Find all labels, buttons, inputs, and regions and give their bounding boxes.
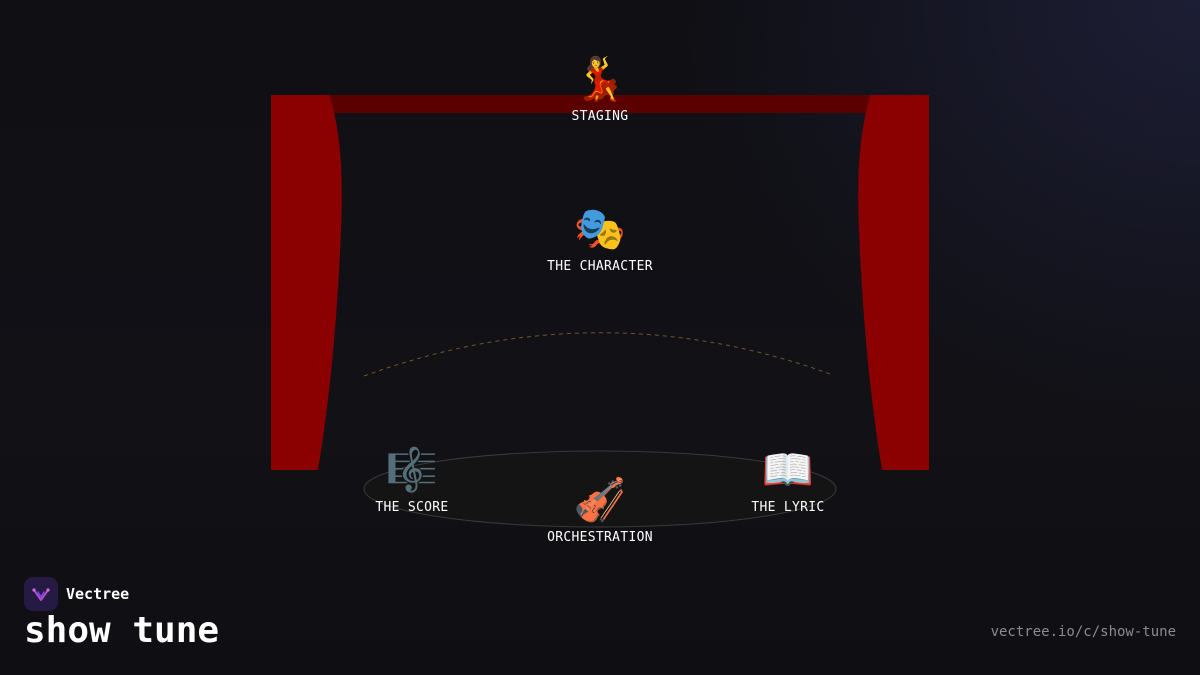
node-lyric: 📖 THE LYRIC: [688, 445, 888, 516]
brand-name: Vectree: [66, 585, 130, 603]
node-character: 🎭 THE CHARACTER: [500, 204, 700, 275]
node-label-orchestration: ORCHESTRATION: [547, 530, 653, 545]
dancer-icon: 💃: [573, 54, 627, 103]
stage-valance: [317, 95, 883, 113]
orchestra-pit: [363, 450, 837, 528]
connection-arc: [363, 332, 834, 377]
open-book-icon: 📖: [761, 445, 815, 494]
node-staging: 💃 STAGING: [500, 54, 700, 125]
node-label-lyric: THE LYRIC: [751, 500, 825, 515]
node-orchestration: 🎻 ORCHESTRATION: [500, 475, 700, 546]
theater-masks-icon: 🎭: [573, 204, 627, 253]
brand: Vectree: [24, 577, 129, 611]
page-title: show tune: [24, 610, 220, 651]
source-url[interactable]: vectree.io/c/show-tune: [990, 624, 1176, 640]
vectree-logo-icon: [24, 577, 58, 611]
node-label-score: THE SCORE: [375, 500, 449, 515]
node-label-staging: STAGING: [571, 109, 629, 124]
node-label-character: THE CHARACTER: [547, 259, 653, 274]
violin-icon: 🎻: [573, 475, 627, 524]
left-curtain: [271, 95, 342, 470]
musical-score-icon: 🎼: [385, 445, 439, 494]
node-score: 🎼 THE SCORE: [312, 445, 512, 516]
right-curtain: [858, 95, 929, 470]
